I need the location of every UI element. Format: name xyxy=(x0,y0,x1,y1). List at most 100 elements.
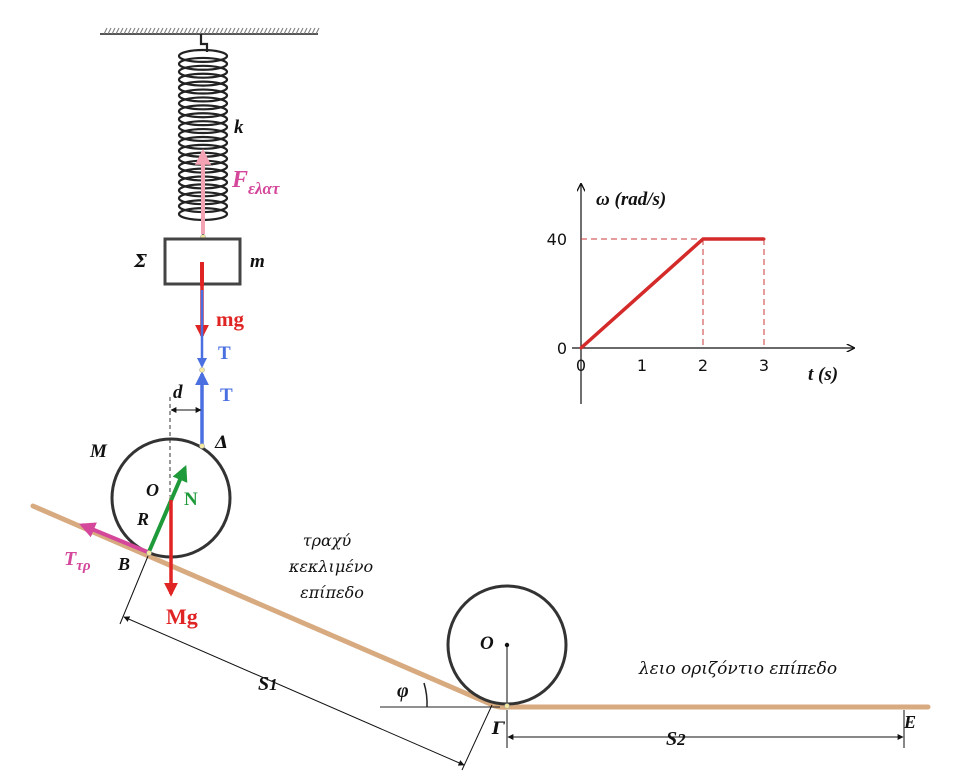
ceiling-hatch xyxy=(267,27,272,35)
ceiling-hatch xyxy=(303,27,308,35)
ceiling-hatch xyxy=(283,27,288,35)
friction-main: T xyxy=(64,548,77,570)
friction-subscript: τρ xyxy=(76,558,91,574)
s2-subscript: 2 xyxy=(676,730,686,749)
ceiling-hatch xyxy=(115,27,120,35)
ceiling-hatch xyxy=(143,27,148,35)
ceiling-hatch xyxy=(171,27,176,35)
ceiling-hatch xyxy=(151,27,156,35)
ceiling-hatch xyxy=(155,27,160,35)
point-delta xyxy=(199,443,205,449)
offset-d-label: d xyxy=(173,382,183,403)
angle-arc xyxy=(423,682,428,708)
ceiling-hatch xyxy=(255,27,260,35)
point-gamma-label: Γ xyxy=(491,719,506,739)
s1-extension-end xyxy=(461,704,493,771)
disk-mass-label: M xyxy=(89,441,108,462)
friction-label: Tτρ xyxy=(64,548,91,574)
ceiling-hatch xyxy=(111,27,116,35)
ceiling-hatch xyxy=(271,27,276,35)
ceiling-hatch xyxy=(203,27,208,35)
ceiling-hatch xyxy=(159,27,164,35)
spring-coil xyxy=(177,88,229,103)
spring-coil xyxy=(177,112,229,127)
angle-phi-label: φ xyxy=(397,680,409,702)
block-weight-label: mg xyxy=(216,307,244,331)
incline-description-3: επίπεδο xyxy=(300,583,364,602)
graph-x-tick-label: 2 xyxy=(698,356,708,375)
graph-data-point xyxy=(579,346,583,350)
ceiling-hatch xyxy=(163,27,168,35)
ceiling-hatch xyxy=(199,27,204,35)
ceiling-hatch xyxy=(107,27,112,35)
spring-coil xyxy=(177,80,229,95)
block-name-label: Σ xyxy=(133,251,147,272)
graph-data-point xyxy=(701,237,705,241)
spring-constant-label: k xyxy=(234,117,244,138)
s1-label: S1 xyxy=(258,673,278,695)
incline-description-1: τραχύ xyxy=(303,531,352,550)
ceiling-hatch xyxy=(119,27,124,35)
normal-force-label: N xyxy=(184,489,198,510)
ceiling-hatch xyxy=(239,27,244,35)
spring-coil xyxy=(177,120,229,135)
s1-dimension-line xyxy=(123,616,465,766)
graph-omega-line xyxy=(579,237,764,350)
disk-weight-label: Mg xyxy=(166,604,198,629)
s2-main: S xyxy=(666,728,677,750)
spring-coil xyxy=(177,56,229,71)
ceiling-hatch xyxy=(135,27,140,35)
ceiling-hatch xyxy=(187,27,192,35)
spring-coil xyxy=(177,64,229,79)
graph-x-tick-label: 1 xyxy=(637,356,647,375)
ceiling-hatch xyxy=(275,27,280,35)
ceiling-hatch xyxy=(103,27,108,35)
point-gamma xyxy=(504,703,510,709)
ceiling-hatch xyxy=(207,27,212,35)
ceiling-hatch xyxy=(147,27,152,35)
spring-coil xyxy=(177,72,229,87)
graph-x-axis-label: t (s) xyxy=(808,364,838,385)
point-b xyxy=(146,550,152,556)
ceiling-hatch xyxy=(223,27,228,35)
graph-y-axis-label: ω (rad/s) xyxy=(596,189,666,210)
ceiling-hatch xyxy=(247,27,252,35)
ceiling-hatch xyxy=(299,27,304,35)
ceiling-hatch xyxy=(295,27,300,35)
tension-label-top: T xyxy=(218,343,231,364)
friction-arrow xyxy=(79,522,151,555)
point-b-label: B xyxy=(117,554,130,574)
ceiling-hatch xyxy=(311,27,316,35)
normal-force-arrow xyxy=(146,465,188,555)
ceiling-hatch xyxy=(279,27,284,35)
s1-subscript: 1 xyxy=(269,675,278,694)
ceiling-hatch xyxy=(259,27,264,35)
s1-extension-start xyxy=(119,555,149,625)
spring-coil xyxy=(177,104,229,119)
ceiling-hatch xyxy=(215,27,220,35)
ceiling-hatch xyxy=(291,27,296,35)
ceiling-hatch xyxy=(183,27,188,35)
ceiling-hatch xyxy=(219,27,224,35)
ceiling-hatch xyxy=(315,27,320,35)
lower-disk-center xyxy=(504,642,510,648)
rope-joint-point xyxy=(199,367,205,373)
ceiling-hatch xyxy=(263,27,268,35)
s1-main: S xyxy=(258,673,269,695)
ceiling-hatch xyxy=(211,27,216,35)
ceiling-hatch xyxy=(227,27,232,35)
ceiling-hatch xyxy=(195,27,200,35)
ceiling-hatch xyxy=(287,27,292,35)
point-delta-label: Δ xyxy=(214,433,228,453)
point-e-label: E xyxy=(903,712,916,732)
graph-y-tick-label: 40 xyxy=(547,230,567,249)
spring-coil xyxy=(177,127,229,143)
ceiling-hatch xyxy=(307,27,312,35)
incline-description-2: κεκλιμένο xyxy=(288,557,373,576)
ceiling-hatch xyxy=(167,27,172,35)
ceiling-hatch xyxy=(235,27,240,35)
radius-label: R xyxy=(136,509,149,529)
